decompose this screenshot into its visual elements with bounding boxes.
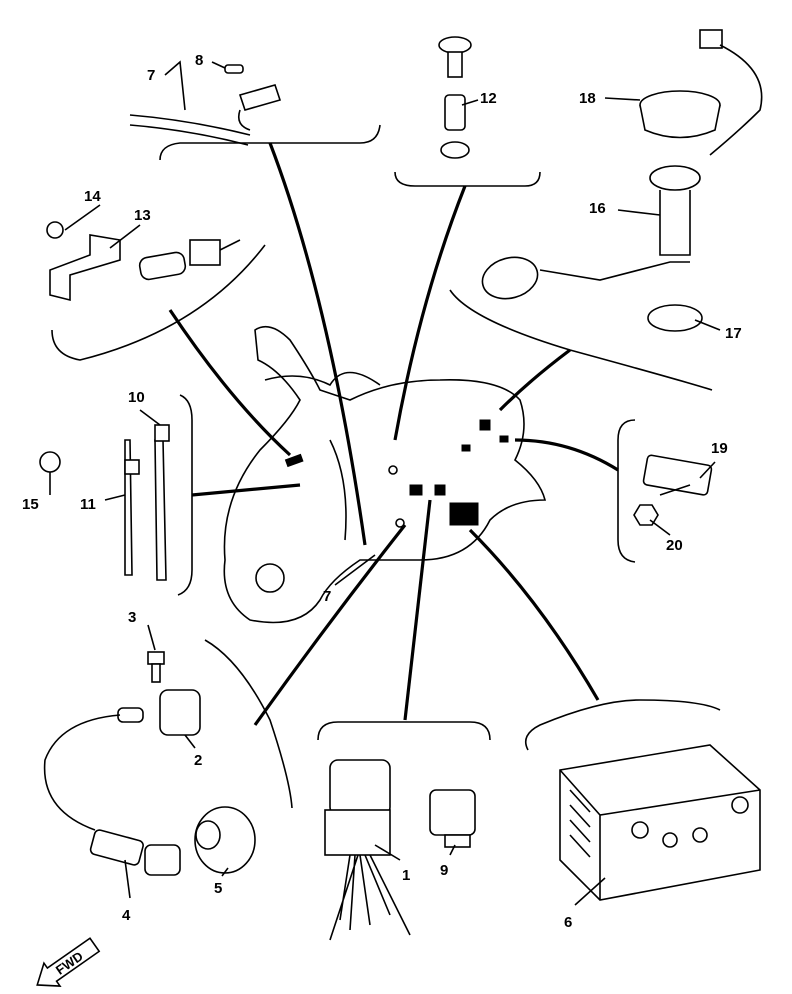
part-label: 18	[579, 90, 596, 107]
part-label: 20	[666, 537, 683, 554]
parts	[39, 29, 763, 941]
group-brackets	[51, 124, 721, 809]
part-label: 5	[214, 880, 222, 897]
part-label: 10	[128, 389, 145, 406]
part-labels: 1 2 3 4 5 6 7 7 8 9 10 11 12 13 14 15 16…	[22, 52, 742, 931]
part-label: 3	[128, 609, 136, 626]
part-label: 4	[122, 907, 131, 924]
part-label: 2	[194, 752, 202, 769]
part-label: 14	[84, 188, 101, 205]
part-label: 7	[323, 588, 331, 605]
scooter-outline	[223, 325, 547, 624]
part-label: 11	[80, 496, 96, 513]
part-label: 1	[402, 867, 410, 884]
part-label: 7	[147, 67, 155, 84]
forward-direction-arrow: FWD	[36, 937, 101, 987]
part-label: 8	[195, 52, 203, 69]
part-label: 19	[711, 440, 728, 457]
leader-lines	[168, 142, 619, 726]
callout-lines	[49, 60, 721, 906]
part-label: 12	[480, 90, 497, 107]
part-label: 13	[134, 207, 151, 224]
part-label: 6	[564, 914, 572, 931]
part-label: 16	[589, 200, 606, 217]
part-label: 17	[725, 325, 742, 342]
part-label: 9	[440, 862, 448, 879]
part-label: 15	[22, 496, 39, 513]
